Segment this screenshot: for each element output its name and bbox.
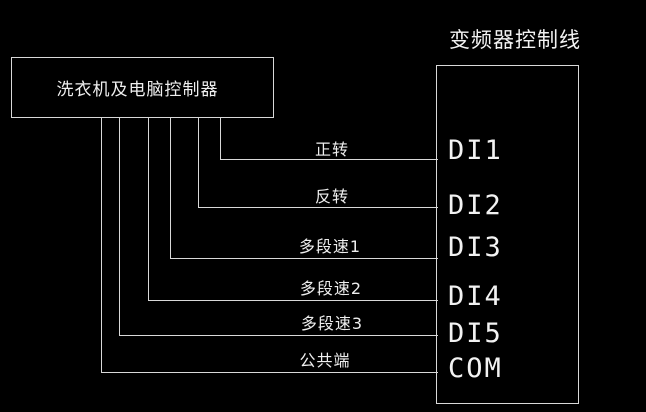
terminal-di5: DI5	[448, 318, 503, 349]
wire-di5-vertical	[119, 117, 120, 335]
wire-di1-vertical	[220, 117, 221, 160]
wire-di2-vertical	[198, 117, 199, 207]
controller-box: 洗衣机及电脑控制器	[11, 57, 274, 118]
wire-label-reverse: 反转	[314, 187, 350, 206]
wire-label-multispeed-1: 多段速1	[298, 237, 362, 256]
controller-label: 洗衣机及电脑控制器	[56, 80, 219, 100]
wire-di4-horizontal	[148, 300, 438, 301]
wire-com-horizontal	[101, 372, 438, 373]
inverter-box	[436, 65, 579, 404]
wire-di1-horizontal	[220, 159, 438, 160]
wire-label-common: 公共端	[299, 351, 351, 370]
terminal-com: COM	[448, 353, 503, 384]
wire-di3-horizontal	[170, 258, 438, 259]
terminal-di4: DI4	[448, 281, 503, 312]
wire-di2-horizontal	[198, 207, 438, 208]
wire-com-vertical	[101, 117, 102, 372]
wire-di4-vertical	[148, 117, 149, 300]
terminal-di2: DI2	[448, 190, 503, 221]
wire-label-forward: 正转	[314, 140, 350, 159]
terminal-di3: DI3	[448, 232, 503, 263]
wire-di3-vertical	[170, 117, 171, 258]
wire-label-multispeed-2: 多段速2	[299, 279, 363, 298]
wire-di5-horizontal	[119, 335, 438, 336]
inverter-title: 变频器控制线	[449, 28, 581, 52]
wire-label-multispeed-3: 多段速3	[300, 314, 364, 333]
terminal-di1: DI1	[448, 135, 503, 166]
